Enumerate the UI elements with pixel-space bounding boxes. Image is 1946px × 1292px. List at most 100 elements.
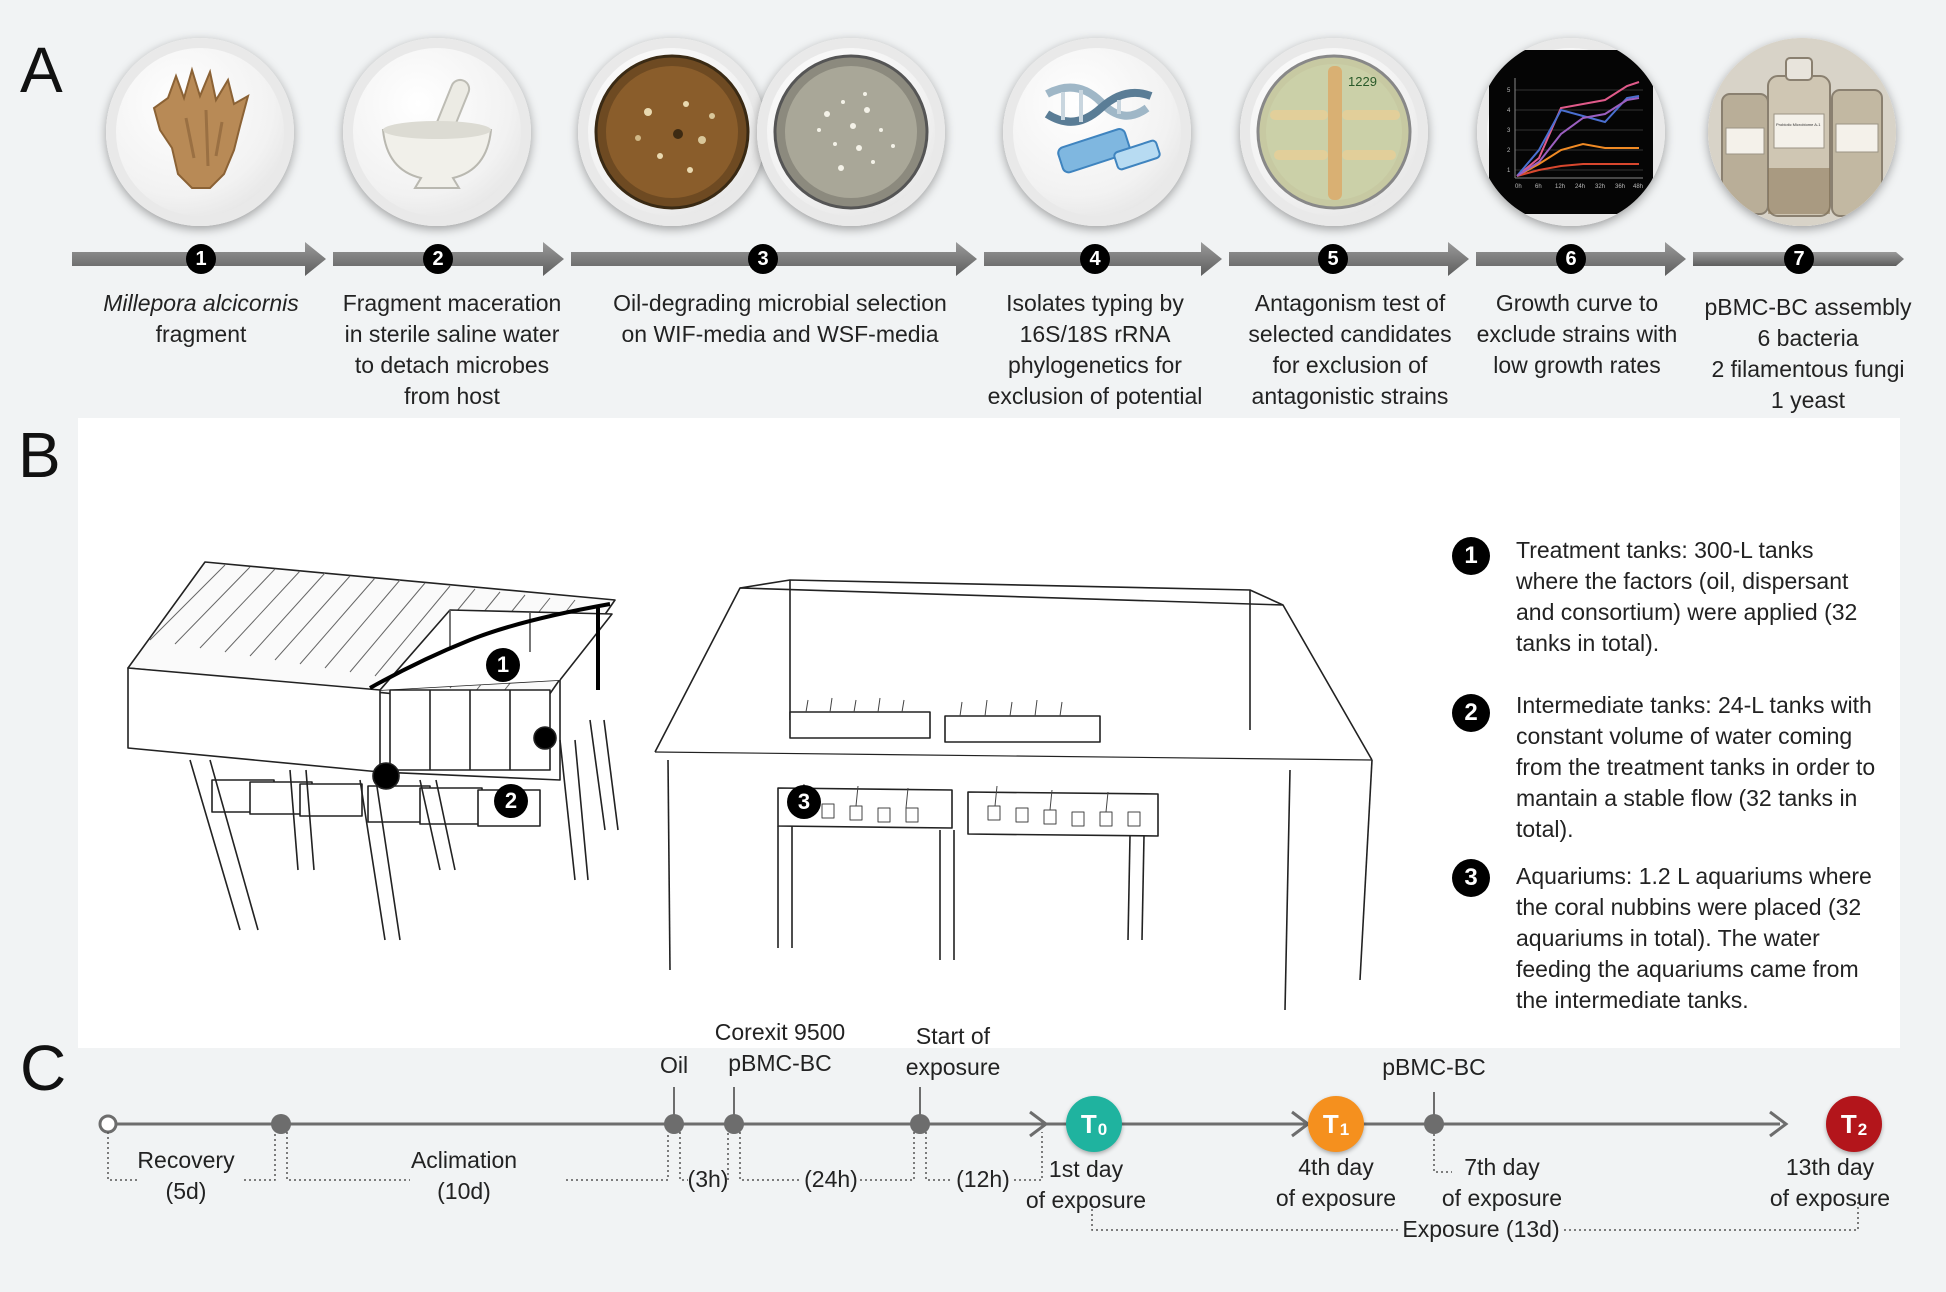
legend-3-line-4: feeding the aquariums came from xyxy=(1516,956,1859,982)
step-2-line-4: from host xyxy=(404,383,500,409)
legend-2-line-1: Intermediate tanks: 24-L tanks with xyxy=(1516,692,1872,718)
start-line-1: Start of xyxy=(915,1023,991,1049)
24h-text: (24h) xyxy=(804,1166,858,1192)
day7-line-1: 7th day xyxy=(1464,1154,1540,1180)
x-tick: 12h xyxy=(1555,184,1565,190)
coral-fragment-image xyxy=(106,38,294,226)
step-text-3: Oil-degrading microbial selection on WIF… xyxy=(590,288,970,350)
step-badge-6: 6 xyxy=(1556,244,1586,274)
step-1-line-1: Millepora alcicornis xyxy=(103,290,299,316)
step-6-line-1: Growth curve to xyxy=(1495,290,1659,316)
t1-label: T xyxy=(1322,1108,1339,1139)
step-badge-7: 7 xyxy=(1784,244,1814,274)
arrowhead-t0 xyxy=(1029,1110,1049,1138)
label-exposure-duration: Exposure (13d) xyxy=(1396,1214,1566,1245)
start-line-2: exposure xyxy=(905,1054,1001,1080)
step-badge-5: 5 xyxy=(1318,244,1348,274)
legend-1-line-3: and consortium) were applied (32 xyxy=(1516,599,1858,625)
day7-line-2: of exposure xyxy=(1441,1185,1563,1211)
legend-2-line-4: mantain a stable flow (32 tanks in xyxy=(1516,785,1858,811)
t2-label: T xyxy=(1840,1108,1857,1139)
step-4-line-1: Isolates typing by xyxy=(1006,290,1184,316)
legend-badge-1: 1 xyxy=(1452,537,1490,575)
antagonism-plate-image: 1229 xyxy=(1240,38,1428,226)
step-7-line-3: 2 filamentous fungi xyxy=(1711,356,1905,382)
aclimation-line-2: (10d) xyxy=(437,1178,491,1204)
step-text-7: pBMC-BC assembly 6 bacteria 2 filamentou… xyxy=(1690,292,1926,416)
exposure-text: Exposure (13d) xyxy=(1402,1216,1560,1242)
legend-2-line-5: total). xyxy=(1516,816,1574,842)
legend-1-line-1: Treatment tanks: 300-L tanks xyxy=(1516,537,1814,563)
step-7-line-4: 1 yeast xyxy=(1770,387,1846,413)
day4-line-1: 4th day xyxy=(1298,1154,1374,1180)
timeline-pbmc-point xyxy=(1424,1114,1444,1134)
arrowhead-t2 xyxy=(1769,1110,1789,1138)
step-6-line-2: exclude strains with xyxy=(1476,321,1678,347)
legend-3-line-3: aquariums in total). The water xyxy=(1516,925,1820,951)
step-2-line-2: in sterile saline water xyxy=(344,321,560,347)
day1-line-1: 1st day xyxy=(1048,1156,1124,1182)
structure-badge-aquariums: 3 xyxy=(787,785,821,819)
step-badge-2: 2 xyxy=(423,244,453,274)
label-corexit-pbmc: Corexit 9500 pBMC-BC xyxy=(700,1017,860,1079)
label-recovery: Recovery (5d) xyxy=(126,1145,246,1207)
timeline-start-exposure-point xyxy=(910,1114,930,1134)
corexit-line-2: pBMC-BC xyxy=(728,1050,832,1076)
x-tick: 48h xyxy=(1633,184,1643,190)
day1-line-2: of exposure xyxy=(1025,1187,1147,1213)
legend-badge-3: 3 xyxy=(1452,859,1490,897)
dna-pipette-image xyxy=(1003,38,1191,226)
label-aclimation: Aclimation (10d) xyxy=(394,1145,534,1207)
step-2-line-3: to detach microbes xyxy=(354,352,550,378)
consortium-bottles-image: Probiotic Microbiome A-1 xyxy=(1708,38,1896,226)
petri-dish-wif-image xyxy=(578,38,766,226)
panel-b-letter: B xyxy=(18,419,61,491)
structure-badge-treatment: 1 xyxy=(486,648,520,682)
t1-sub: 1 xyxy=(1339,1120,1350,1139)
3h-text: (3h) xyxy=(687,1166,729,1192)
step-3-line-2: on WIF-media and WSF-media xyxy=(621,321,939,347)
arrow-segment-5 xyxy=(1229,242,1469,276)
label-day1: 1st day of exposure xyxy=(1016,1154,1156,1216)
panel-c-letter: C xyxy=(20,1032,67,1104)
y-tick: 4 xyxy=(1507,108,1511,114)
label-3h: (3h) xyxy=(680,1164,736,1195)
step-badge-3: 3 xyxy=(748,244,778,274)
step-text-1: Millepora alcicornis fragment xyxy=(70,288,332,350)
t0-label: T xyxy=(1080,1108,1097,1139)
legend-3-line-1: Aquariums: 1.2 L aquariums where xyxy=(1516,863,1872,889)
label-12h: (12h) xyxy=(948,1164,1018,1195)
label-oil: Oil xyxy=(634,1050,714,1081)
aclimation-line-1: Aclimation xyxy=(410,1147,518,1173)
step-4-line-3: phylogenetics for xyxy=(1008,352,1182,378)
corexit-line-1: Corexit 9500 xyxy=(714,1019,846,1045)
legend-1-line-2: where the factors (oil, dispersant xyxy=(1516,568,1849,594)
chart-x-ticks: 0h 6h 12h 24h 32h 36h 48h xyxy=(1515,184,1643,190)
panel-a-letter: A xyxy=(20,34,63,106)
label-day4: 4th day of exposure xyxy=(1266,1152,1406,1214)
legend-badge-2: 2 xyxy=(1452,694,1490,732)
chart-y-ticks: 1 2 3 4 5 xyxy=(1507,88,1511,174)
day13-line-1: 13th day xyxy=(1785,1154,1875,1180)
legend-3-line-5: the intermediate tanks. xyxy=(1516,987,1749,1013)
step-7-line-2: 6 bacteria xyxy=(1757,325,1859,351)
timeline-corexit-point xyxy=(724,1114,744,1134)
day13-line-2: of exposure xyxy=(1769,1185,1891,1211)
label-pbmc-bc: pBMC-BC xyxy=(1374,1052,1494,1083)
bottle-label: Probiotic Microbiome A-1 xyxy=(1776,122,1821,127)
legend-2-line-3: from the treatment tanks in order to xyxy=(1516,754,1876,780)
step-3-line-1: Oil-degrading microbial selection xyxy=(613,290,947,316)
label-start-exposure: Start of exposure xyxy=(888,1021,1018,1083)
t2-sub: 2 xyxy=(1857,1120,1868,1139)
legend-item-intermediate: Intermediate tanks: 24-L tanks with cons… xyxy=(1516,690,1926,845)
label-day13: 13th day of exposure xyxy=(1760,1152,1900,1214)
step-badge-4: 4 xyxy=(1080,244,1110,274)
step-5-line-2: selected candidates xyxy=(1248,321,1452,347)
x-tick: 24h xyxy=(1575,184,1585,190)
y-tick: 1 xyxy=(1507,168,1511,174)
step-2-line-1: Fragment maceration xyxy=(342,290,562,316)
